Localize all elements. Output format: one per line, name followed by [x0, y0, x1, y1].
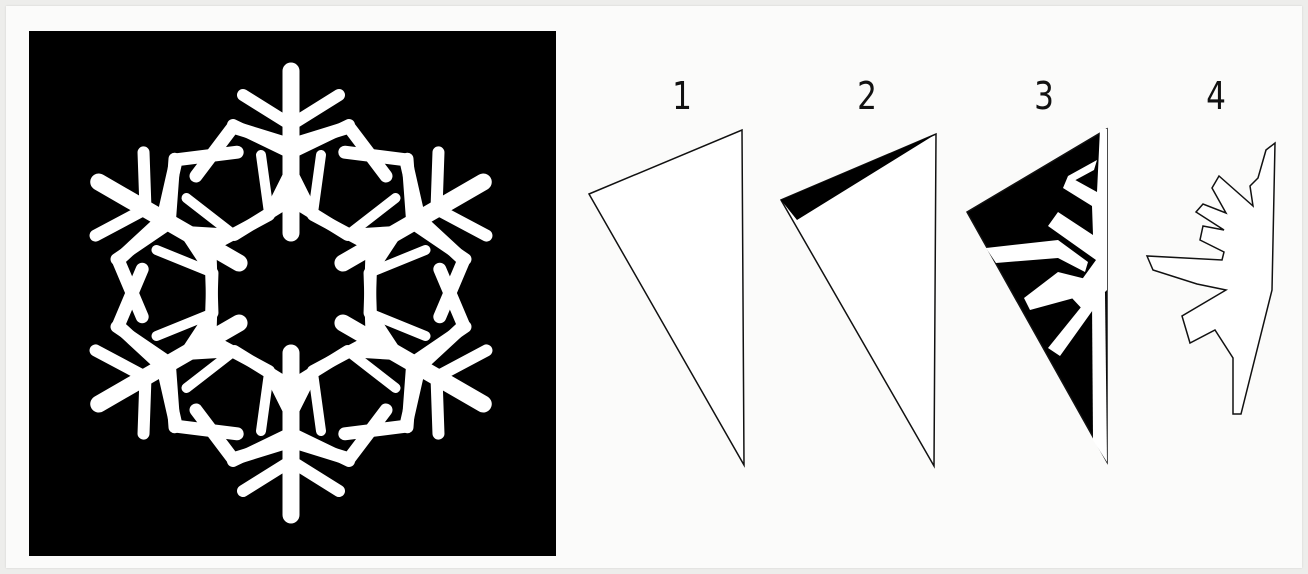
step-3-wedge	[967, 129, 1107, 462]
step-1-wedge	[589, 130, 744, 465]
step-4-cut-shape	[1147, 143, 1275, 414]
step-2-wedge	[781, 134, 936, 466]
